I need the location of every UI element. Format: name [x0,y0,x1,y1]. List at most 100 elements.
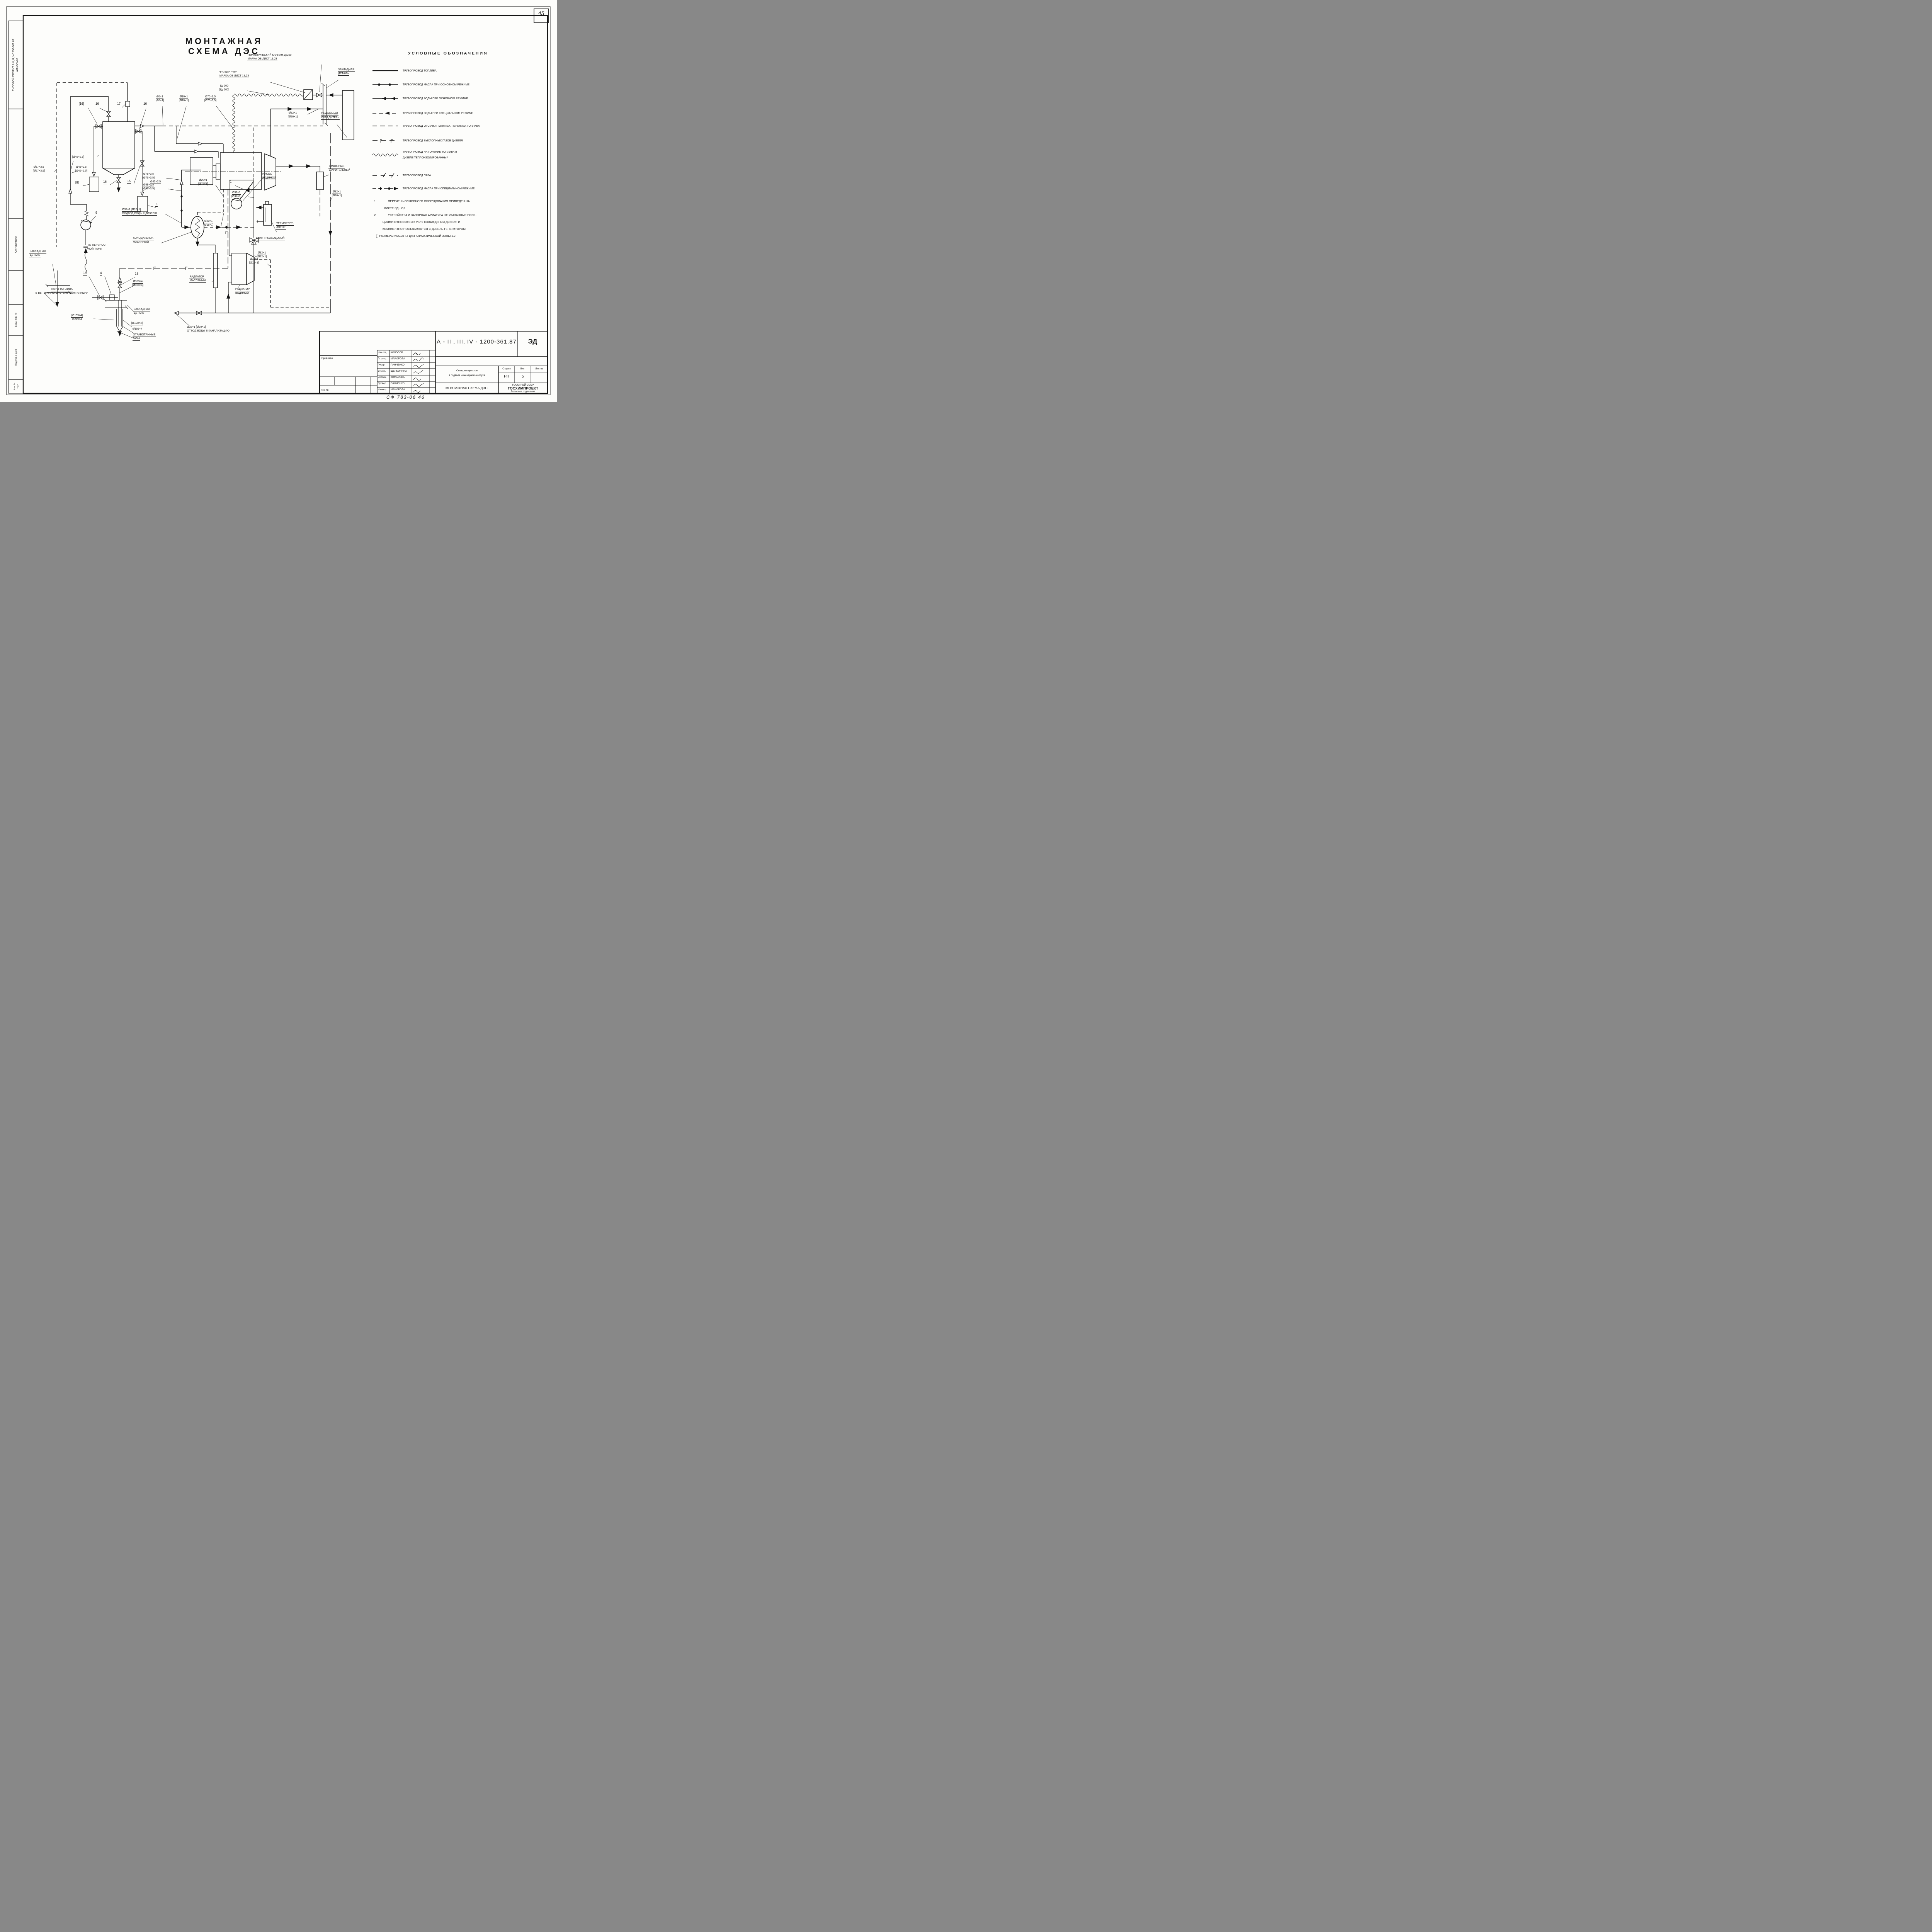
doc-code: ЭД [528,338,537,345]
staff-name: ПАНЧЕНКО [391,364,405,366]
dim-32x1-riser: Ø32×1[Ø32×1] [231,191,242,198]
label-three-way-valve: КРАН ТРЕХХОДОВОЙ [256,236,285,241]
inv-no-label: Инв. № [321,389,329,391]
legend-item-label: ТРУБОПРОВОД ТОПЛИВА [403,70,437,72]
dim-70x35: Ø70×3,5[Ø70×3,5] [204,95,216,102]
wall-embed-left [45,270,71,307]
note-2-line3: КОМПЛЕКТНО ПОСТАВЛЯЮТСЯ С ДИЗЕЛЬ-ГЕНЕРАТ… [383,227,466,231]
pos-15: 15 [127,179,131,184]
stage-label: Стадия [502,367,511,370]
org-line-3: Волжское отделение [511,390,535,393]
insulated-fuel-line [232,94,304,153]
staff-name: ПАНЧЕНКО [391,382,405,385]
dim-45x25-left: Ø45×2,5[Ø45×2,5] [75,166,87,173]
leader-lines [44,64,347,338]
legend-item-label: ТРУБОПРОВОД МАСЛА ПРИ ОСНОВНОМ РЕЖИМЕ [403,83,469,86]
dim-6x1: Ø6×1[Ø6×1] [156,95,164,102]
org-line-2: ГОСХИМПРОЕКТ [508,386,538,391]
sheet-label: Лист [520,367,526,370]
staff-role: Провер. [378,383,387,385]
sheet-value: 5 [522,374,524,379]
pos-18: 18 [134,272,139,277]
staff-name: КОМАРОВА [391,376,405,379]
dim-108x4: Ø108×4[Ø108×4] [132,280,143,287]
sidebar-podpis-label: Подпись и дата [15,349,17,366]
fuel-tank [102,121,135,192]
note-1-line2: ЛИСТЕ ЭД - 2,3 [384,206,405,210]
staff-role: Ст.инж. [378,370,386,372]
fuel-pump [70,193,92,273]
pos-16-drain: 16 [103,180,107,185]
dim-32x1-below-valve: Ø32×1[Ø32×1] [257,252,267,259]
dim-20x1-upper: Ø20×1[Ø16×1] [198,179,208,186]
three-way-valve [249,237,259,245]
archive-stamp: СФ 783-06 46 [386,395,425,400]
pos-16: 16 [95,102,99,107]
object-name-1: Склад материалов [456,369,478,372]
water-radiator [226,180,255,313]
pos-9: 9 [95,211,98,216]
stage-value: РП [504,374,509,379]
dim-108x4-bracket: [Ø108×4] [131,321,143,326]
exhaust-line [120,189,228,270]
pos-17: 17 [117,102,121,107]
dim-57x35: Ø57×3,5[Ø57×3,5] [33,166,45,173]
staff-role: Гл.спец. [378,358,387,360]
legend-item-label: ТРУБОПРОВОД ВОДЫ ПРИ ОСНОВНОМ РЕЖИМЕ [403,97,468,100]
pos-15-bottom: 15 [83,271,87,276]
staff-role: Н.контр. [378,389,387,391]
note-1-number: 1 [374,199,376,203]
dim-159x4-219x4: [Ø159×4]Ø219×4 [71,314,83,321]
wall-embed-top-right [321,83,328,126]
schematic-pipes [44,64,354,338]
dim-20x1-lower: Ø20×1[Ø16×1] [204,220,214,227]
water-pump [231,181,254,209]
legend-item-label: ТРУБОПРОВОД НА ГОРЕНИЕ ТОПЛИВА В [403,151,457,153]
legend-item-label: ТРУБОПРОВОД ВОДЫ ПРИ СПЕЦИАЛЬНОМ РЕЖИМЕ [403,112,473,115]
staff-role: Рук.гр [378,364,384,366]
exhaust-stack [103,268,128,337]
legend-symbols [372,70,398,190]
drawing-sheet: 45 ТИПОВОЙ ПРОЕКТ А-II,III,IV-1200-361.8… [0,0,557,402]
object-name-2: в подвале инженерного корпуса [449,374,485,377]
dim-89x35: Ø89×3,5[Ø89×3,5] [143,184,155,190]
drawing-title: МОНТАЖНАЯ СХЕМА ДЭС [185,36,263,56]
label-du200: Ду 200[Ду 200] [219,85,229,92]
pinned-label: Привязан [321,357,333,360]
pos-8-bracket: [8] [75,181,79,185]
pos-16-bracket: [16] [78,102,85,107]
label-expansion-tank: БАЧОК РАС-ШИРИТЕЛЬНЫЙ [328,165,350,172]
sidebar-inv-label: Инв. № подл. [13,383,19,390]
label-drain-sewer: Ø32×1 [Ø20×1]ОТВОД ВОДЫ В КАНАЛИЗАЦИЮ [187,325,230,333]
hermetic-valve [316,92,322,98]
page-number: 45 [538,10,544,16]
title-block-grid [319,331,548,394]
dim-45x25-bracket: [Ø45×2.5] [72,155,85,160]
label-water-supply: Ø32×1 [Ø32×1]ПОДВОД ВОДЫ К ДИЗЕЛЮ [122,208,158,216]
sheet-title: МОНТАЖНАЯ СХЕМА ДЭС. [445,386,489,390]
oil-radiator [213,253,218,288]
staff-role: Исполн. [378,376,387,379]
drawing-linework [6,6,551,395]
pos-8: 8 [155,202,158,207]
page-number-box [534,9,549,23]
pos-7: 7 [97,155,99,158]
signatures [413,352,424,393]
note-brackets: [ ] РАЗМЕРЫ УКАЗАНЫ ДЛЯ КЛИМАТИЧЕСКОЙ ЗО… [376,234,456,238]
diesel-generator-unit [185,152,281,191]
note-2-line2: ЦИЯМИ ОТНОСЯТСЯ К УЗЛУ ОХЛАЖДЕНИЯ ДИЗЕЛЯ… [383,220,460,224]
pos-16-right: 16 [143,102,147,107]
expansion-tank [316,172,324,190]
sidebar-vzam-label: Взам. инв. № [15,313,17,327]
legend-header: УСЛОВНЫЕ ОБОЗНАЧЕНИЯ [408,51,488,56]
